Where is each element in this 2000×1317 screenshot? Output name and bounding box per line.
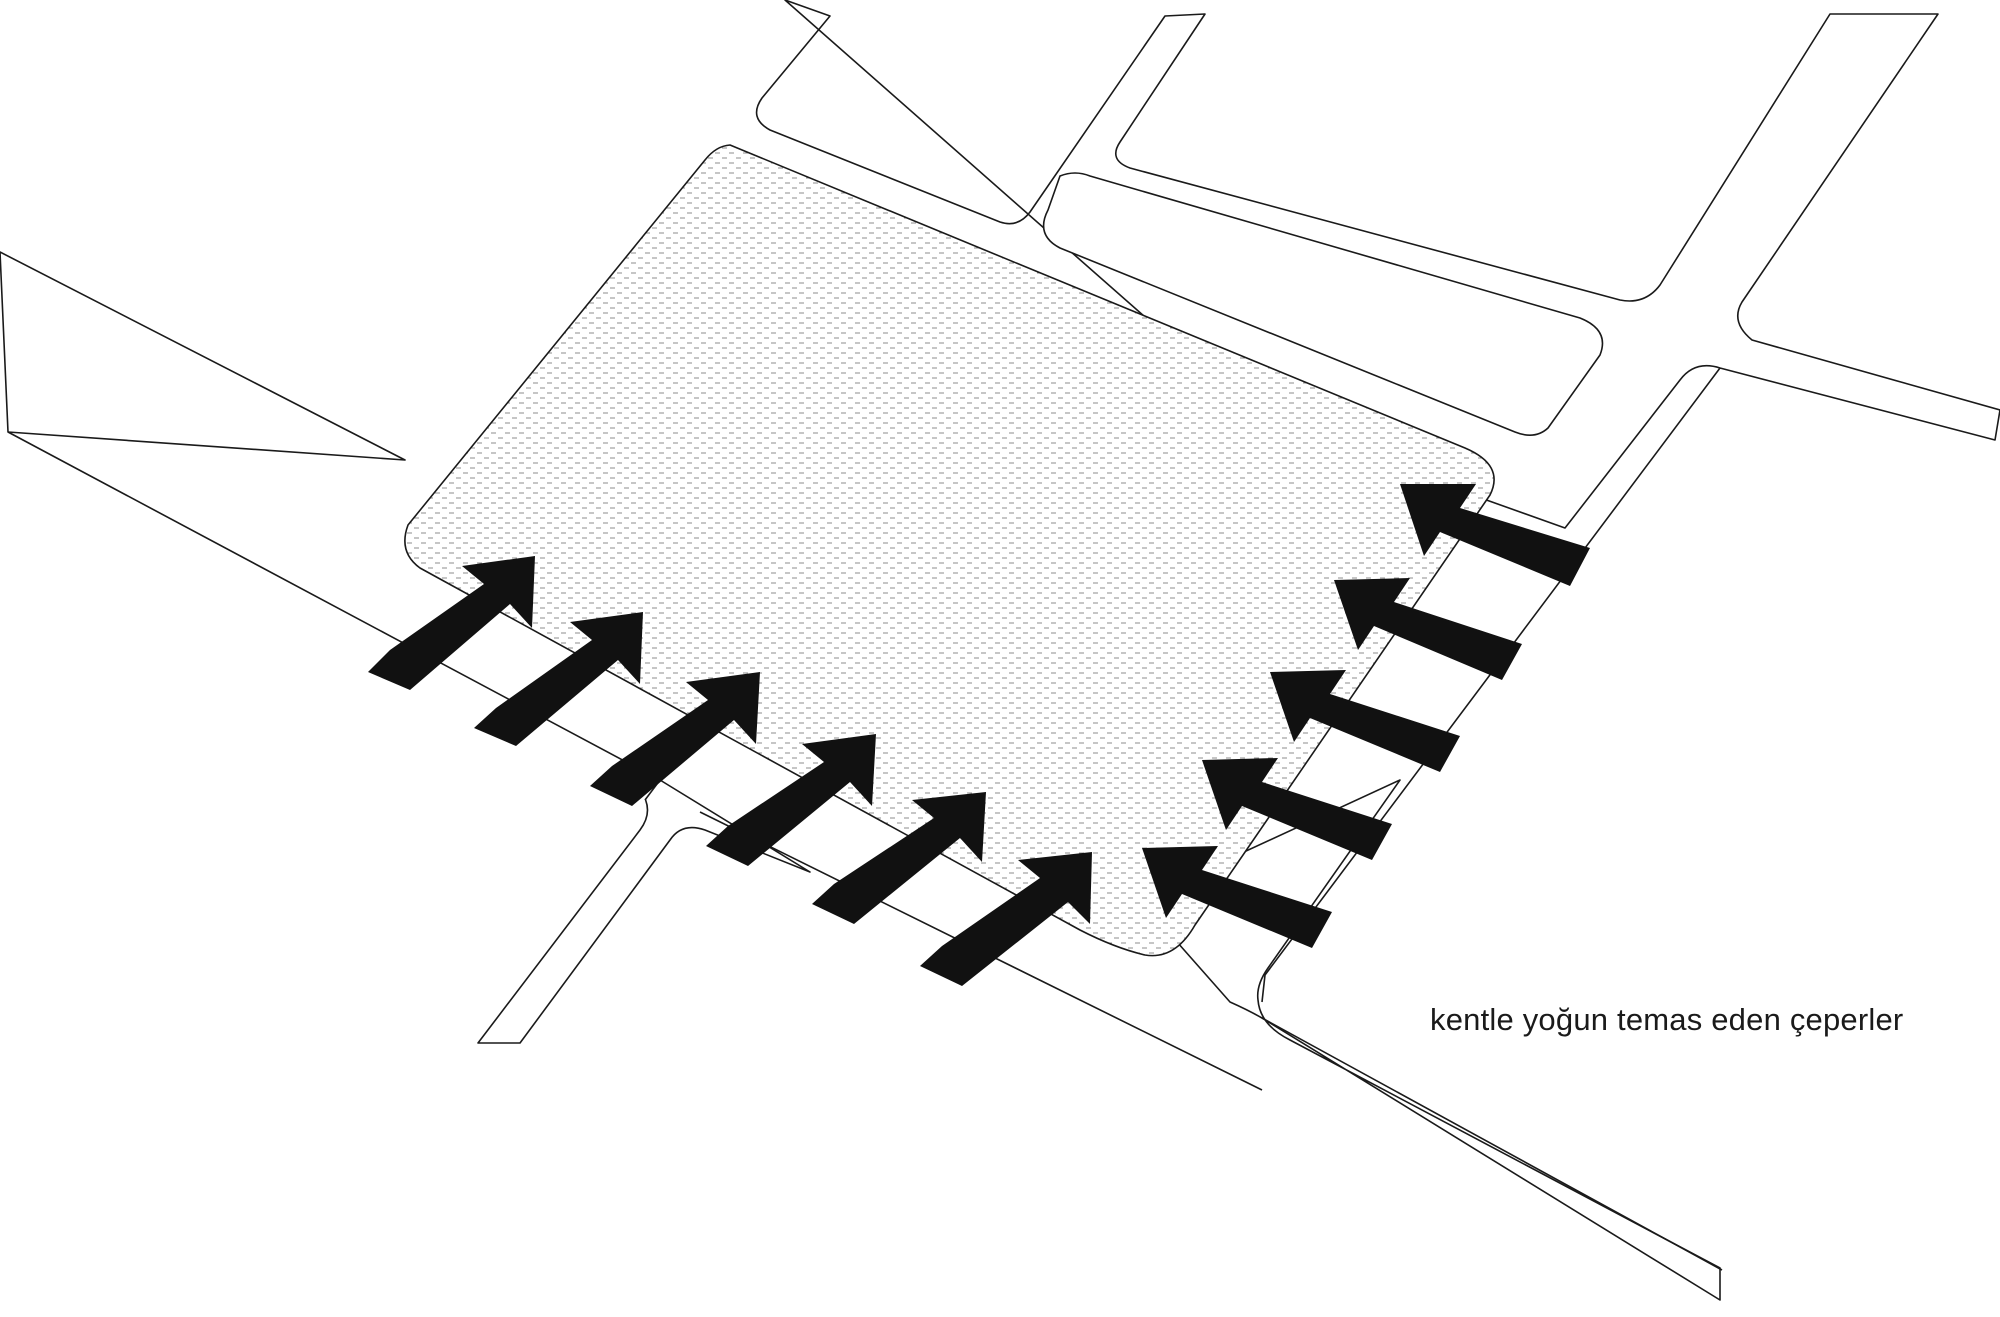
frontage-arrow-9 (1270, 670, 1460, 772)
diagram-caption: kentle yoğun temas eden çeperler (1430, 1002, 1904, 1037)
frontage-arrow-11 (1142, 846, 1332, 948)
city-block-west (0, 251, 406, 461)
central-plaza (404, 144, 1495, 957)
frontage-arrow-7 (1400, 484, 1590, 586)
city-block-north-inner (1042, 172, 1604, 436)
frontage-arrow-5 (812, 792, 986, 924)
frontage-arrow-8 (1334, 578, 1522, 680)
frontage-arrow-6 (920, 852, 1092, 986)
frontage-arrow-4 (706, 734, 876, 866)
frontage-arrow-3 (590, 672, 760, 806)
city-block-south-west (477, 779, 811, 1044)
frontage-arrow-2 (474, 612, 643, 746)
frontage-arrow-10 (1202, 758, 1392, 860)
frontage-arrow-1 (368, 556, 535, 690)
